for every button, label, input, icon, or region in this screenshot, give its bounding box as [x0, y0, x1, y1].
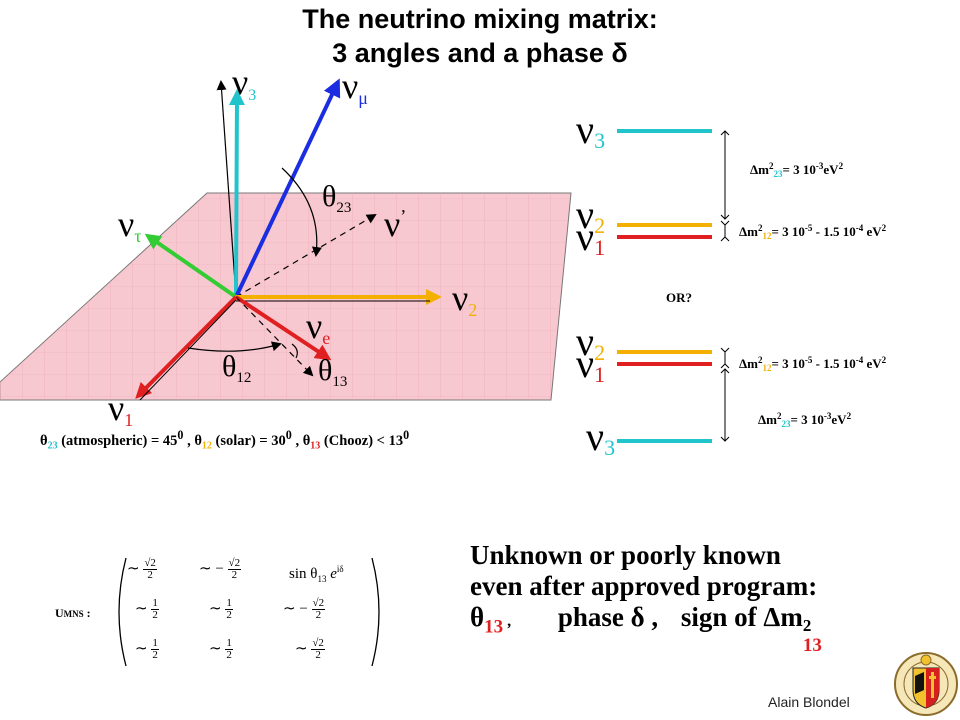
matrix-left-bracket [118, 557, 127, 667]
hier-normal-nu2: ν2 [576, 192, 605, 238]
label-nu3: ν3 [232, 62, 256, 104]
nutau-vector [144, 233, 238, 299]
span-dm23-normal-ticks [720, 130, 730, 220]
nue-dashed-projection [235, 296, 314, 377]
numu-vector [234, 78, 341, 298]
label-theta23: θ23 [322, 180, 351, 216]
span-dm23-inverted-ticks [720, 368, 730, 442]
hier-inverted-nu3: ν3 [586, 414, 615, 460]
hier-normal-nu1: ν1 [576, 214, 605, 260]
nuprime-dashed-vector [235, 213, 377, 298]
label-numu: νμ [342, 66, 368, 108]
label-theta12: θ12 [222, 350, 251, 386]
dm23-normal: Δm223= 3 10-3eV2 [750, 161, 844, 179]
label-nutau: ντ [118, 204, 142, 246]
nu3-cyan-vector [228, 89, 245, 298]
label-theta13: θ13 [318, 354, 347, 390]
theta23-arc [281, 167, 322, 257]
dm12-inverted: Δm212= 3 10-5 - 1.5 10-4 eV2 [739, 355, 887, 373]
cell-1-3: sin θ13 eiδ [289, 564, 344, 584]
nu1-vector [135, 295, 238, 399]
or-label: OR? [666, 290, 692, 305]
label-nu1: ν1 [108, 388, 133, 430]
dm12-normal: Δm212= 3 10-5 - 1.5 10-4 eV2 [739, 223, 887, 241]
label-nue: νe [306, 306, 330, 348]
unknown-parameters-text: Unknown or poorly known even after appro… [470, 540, 827, 656]
span-dm12-inverted [720, 347, 730, 369]
mixing-angles-values: θ23 (atmospheric) = 450 , θ12 (solar) = … [40, 428, 410, 452]
title-line-1: The neutrino mixing matrix: [302, 4, 658, 34]
nue-vector [234, 295, 332, 361]
label-nuprime: ν’ [384, 204, 406, 244]
unknown-line-2: even after approved program: [470, 571, 818, 601]
matrix-label: UMNS : [55, 606, 91, 620]
theta12-arc [187, 341, 282, 352]
unknown-line-1: Unknown or poorly known [470, 540, 781, 570]
title-line-2: 3 angles and a phase δ [332, 38, 628, 68]
dm23-inverted: Δm223= 3 10-3eV2 [758, 411, 852, 429]
author-credit: Alain Blondel [768, 694, 850, 710]
nu1-black-vector [139, 299, 237, 401]
hier-normal-nu3: ν3 [576, 107, 605, 153]
hier-inverted-nu2: ν2 [576, 319, 605, 365]
hier-inverted-nu1: ν1 [576, 341, 605, 387]
page-title: The neutrino mixing matrix: 3 angles and… [0, 2, 960, 70]
matrix-right-bracket [371, 557, 380, 667]
label-nu2: ν2 [452, 278, 477, 320]
nu3-black-vector [216, 80, 237, 298]
theta13-arc [291, 343, 298, 359]
span-dm12-normal [720, 220, 730, 242]
university-seal-icon [894, 652, 958, 716]
